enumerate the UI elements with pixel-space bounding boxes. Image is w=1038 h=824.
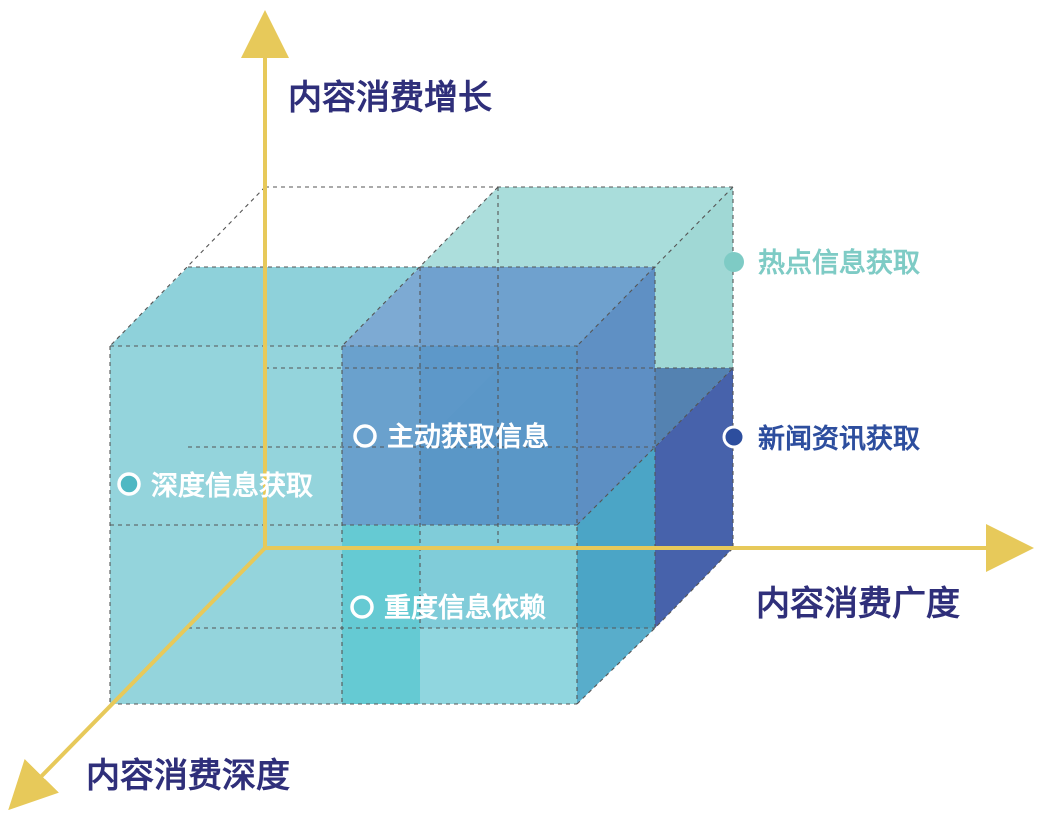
- z-axis-label: 内容消费深度: [86, 756, 290, 796]
- x-axis-label: 内容消费广度: [756, 584, 960, 624]
- news-point-marker: [722, 425, 746, 449]
- cube-heavy-dependence: [342, 447, 655, 704]
- y-axis-label: 内容消费增长: [288, 78, 492, 118]
- axes: [8, 10, 1034, 811]
- hot-point-marker: [724, 252, 744, 272]
- heavy-point-label: 重度信息依赖: [384, 592, 546, 624]
- active-point-marker: [353, 424, 377, 448]
- active-point-label: 主动获取信息: [387, 421, 549, 453]
- depth-point-label: 深度信息获取: [151, 470, 313, 502]
- depth-point-marker: [117, 472, 141, 496]
- hot-point-label: 热点信息获取: [758, 247, 920, 279]
- news-point-label: 新闻资讯获取: [758, 423, 920, 455]
- point-markers: [117, 252, 746, 619]
- heavy-point-marker: [350, 595, 374, 619]
